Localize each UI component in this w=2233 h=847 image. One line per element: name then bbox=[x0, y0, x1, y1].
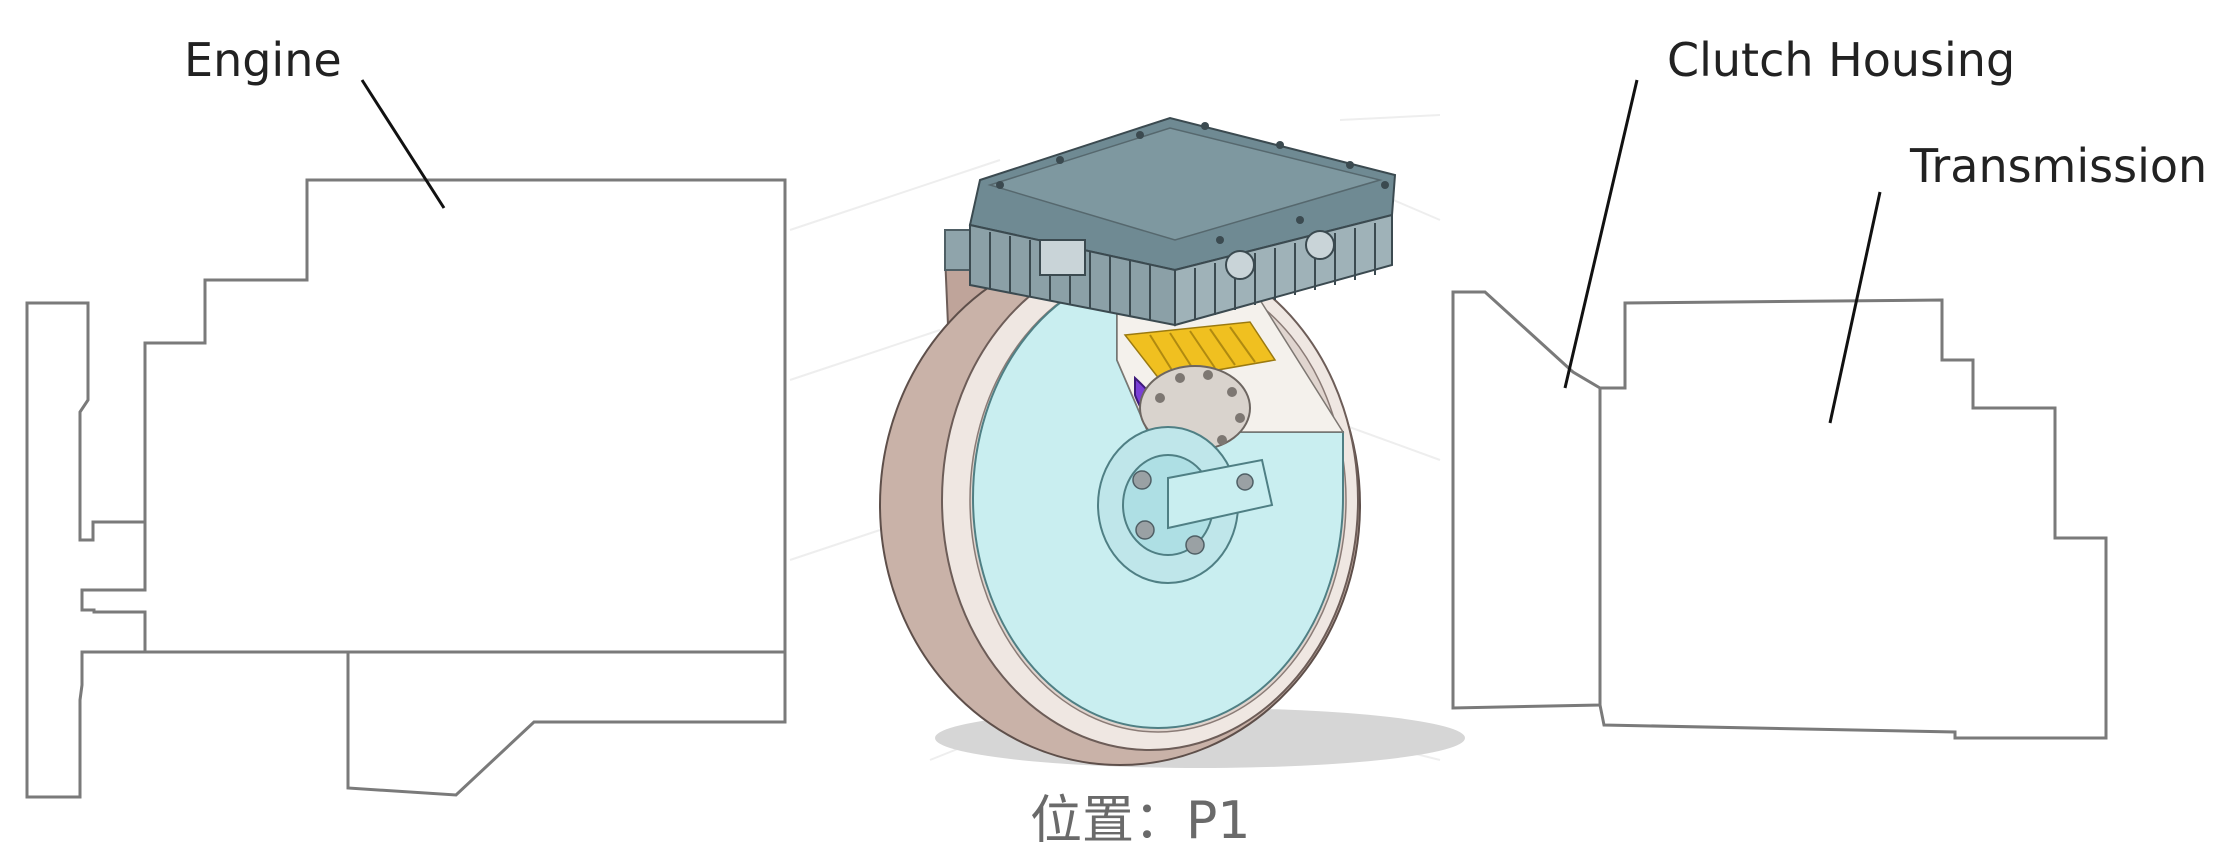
motor-controller-box bbox=[968, 116, 1397, 327]
engine-block-outline bbox=[143, 178, 787, 654]
transmission-label: Transmission bbox=[1909, 139, 2207, 193]
clutch-housing-outline bbox=[1451, 290, 1602, 710]
engine-oil-pan-outline bbox=[346, 652, 787, 797]
transmission-leader-line bbox=[1828, 191, 1882, 424]
engine-front-plate-outline bbox=[25, 301, 147, 799]
e-motor-cutaway-icon bbox=[789, 114, 1465, 768]
clutch-housing-label: Clutch Housing bbox=[1667, 33, 2015, 87]
transmission-outline bbox=[1598, 298, 2108, 740]
motor-output-hub bbox=[1097, 426, 1274, 584]
engine-leader-line bbox=[360, 79, 446, 209]
clutch-housing-leader-line bbox=[1563, 79, 1639, 389]
engine-label: Engine bbox=[184, 33, 342, 87]
position-caption: 位置：P1 bbox=[1030, 791, 1250, 847]
transmission-group: Transmission bbox=[1598, 139, 2207, 740]
engine-group: Engine bbox=[25, 33, 787, 799]
clutch-housing-group: Clutch Housing bbox=[1451, 33, 2015, 710]
